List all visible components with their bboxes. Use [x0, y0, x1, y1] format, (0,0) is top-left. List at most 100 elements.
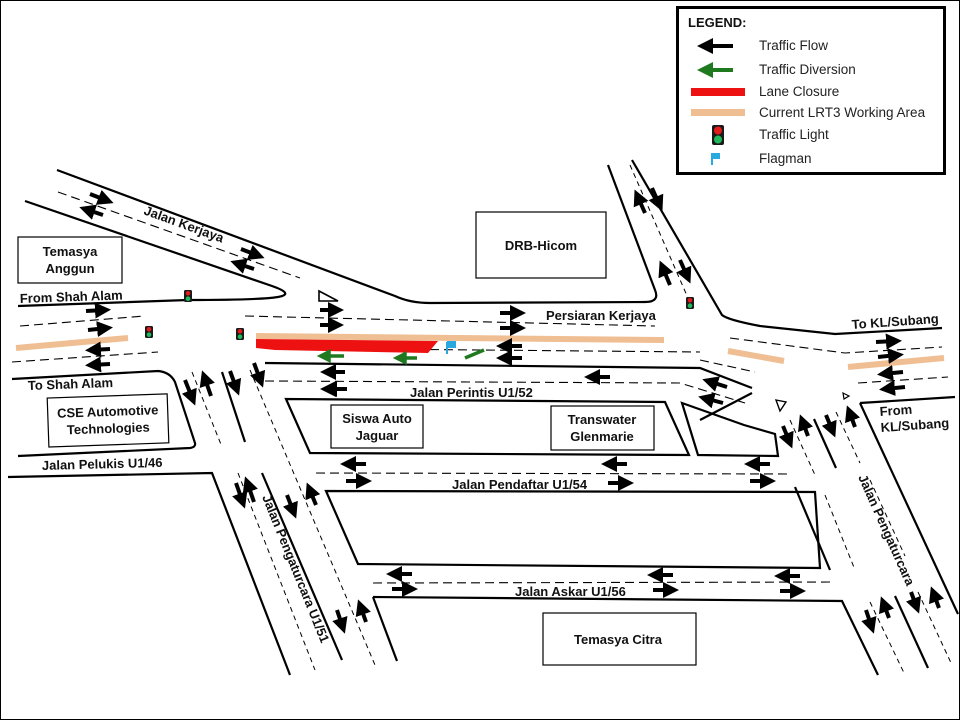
flow-arrow: [778, 425, 794, 449]
flow-arrow: [698, 392, 724, 409]
legend-item-traffic-light: Traffic Light: [679, 125, 943, 145]
persiaran-centre-upper: [244, 315, 656, 327]
askar-south-edge: [371, 596, 399, 662]
flow-arrow: [633, 189, 649, 214]
building-drb-hicom: DRB-Hicom: [475, 211, 607, 279]
flag-icon: [446, 341, 456, 354]
building-transwater: Transwater Glenmarie: [550, 405, 655, 451]
flow-arrow: [648, 187, 664, 212]
building-label: Anggun: [45, 261, 94, 276]
pengaturcara-u151-line-1: [220, 371, 247, 443]
flow-arrow: [877, 348, 904, 364]
kl-subang-centre-upper: [729, 337, 943, 354]
east-pengaturcara-centre-5: [869, 601, 906, 676]
traffic-light-icon: [712, 125, 724, 145]
east-pengaturcara-centre-4: [869, 479, 906, 557]
flow-arrow: [282, 494, 298, 519]
yield-triangle-icon: [318, 289, 339, 302]
flag-icon: [711, 153, 720, 165]
flow-arrow: [242, 476, 258, 503]
flow-arrow: [676, 259, 692, 284]
flow-arrow: [658, 260, 674, 286]
flow-arrow: [226, 370, 242, 396]
east-pengaturcara-east-edge: [859, 402, 959, 615]
building-label: Transwater: [568, 412, 637, 427]
building-label: Temasya Citra: [574, 632, 663, 647]
building-label: CSE Automotive: [57, 402, 159, 421]
flow-arrow: [305, 482, 321, 506]
kerjaya-centre-line: [57, 191, 301, 279]
road-label-persiaran-kerjaya: Persiaran Kerjaya: [546, 308, 657, 323]
building-label: Glenmarie: [570, 429, 634, 444]
lrt3-segment-junction: [727, 348, 785, 364]
pelukis-to-kerjaya-connector: [699, 392, 753, 421]
legend-label: Traffic Diversion: [759, 62, 856, 77]
legend-label: Traffic Light: [759, 127, 829, 142]
lrt3-segment-east: [847, 355, 945, 370]
building-label: Temasya: [43, 244, 98, 259]
flow-arrow: [798, 414, 814, 437]
kl-subang-centre-lower-2: [857, 376, 949, 384]
flow-arrow: [230, 258, 255, 274]
flow-arrow: [879, 380, 906, 396]
north-road-centre: [629, 164, 689, 299]
from-kl-subang-edge: [859, 395, 956, 405]
legend-label: Flagman: [759, 151, 812, 166]
block-large: [324, 489, 822, 570]
red-bar-icon: [691, 88, 745, 96]
flow-arrow: [877, 365, 904, 381]
flow-arrow: [85, 341, 111, 358]
buildings: Temasya Anggun DRB-Hicom CSE Automotive …: [17, 211, 697, 666]
east-pengaturcara-centre-3: [824, 494, 856, 571]
east-pengaturcara-west-edge: [793, 486, 832, 571]
askar-centre: [372, 581, 831, 584]
road-label-jalan-pelukis: Jalan Pelukis U1/46: [42, 455, 163, 473]
lrt3-segment-west: [15, 335, 129, 351]
building-siswa-auto: Siswa Auto Jaguar: [330, 404, 424, 449]
green-arrow-icon: [697, 62, 733, 78]
direction-label-from-kl-subang: From: [879, 402, 912, 419]
building-label: Siswa Auto: [342, 411, 412, 426]
flow-arrow: [879, 596, 895, 619]
legend-item-flagman: Flagman: [679, 149, 943, 169]
askar-south-edge-2: [372, 595, 879, 676]
diversion-arrow: [464, 348, 485, 360]
traffic-lights: [145, 290, 694, 340]
traffic-diversion-arrows: [316, 348, 485, 365]
flow-arrow: [199, 370, 215, 397]
legend-label: Lane Closure: [759, 84, 840, 99]
flow-arrow: [240, 244, 265, 260]
flow-arrow: [87, 321, 113, 338]
building-label: Jaguar: [356, 428, 399, 443]
traffic-light-icon: [184, 290, 192, 302]
pelukis-south-edge: [7, 471, 292, 676]
flow-arrow: [845, 405, 861, 428]
flow-arrow: [702, 376, 728, 392]
black-arrow-icon: [697, 38, 733, 54]
yield-signs: [318, 289, 851, 413]
legend-item-traffic-flow: Traffic Flow: [679, 36, 943, 56]
legend-label: Traffic Flow: [759, 38, 829, 53]
flow-arrow: [929, 586, 945, 609]
road-edges: [7, 159, 959, 676]
traffic-flow-arrows: [79, 187, 945, 634]
block-siswa-transwater: [284, 397, 691, 457]
block-small: [680, 401, 780, 458]
shah-alam-centre-lower: [11, 351, 159, 363]
flow-arrow: [232, 482, 248, 509]
flow-arrow: [861, 609, 877, 634]
road-label-jalan-pengaturcara: Jalan Pengaturcara: [855, 472, 918, 588]
building-temasya-citra: Temasya Citra: [542, 612, 697, 666]
traffic-light-icon: [236, 328, 244, 340]
tan-bar-icon: [691, 109, 745, 116]
kl-subang-centre-lower: [699, 359, 756, 373]
shah-alam-centre-upper: [19, 315, 146, 327]
pengaturcara-u151-line-2: [260, 472, 344, 661]
east-pengaturcara-mid-line: [812, 418, 838, 469]
perintis-north-edge: [264, 361, 753, 390]
building-label: DRB-Hicom: [505, 238, 577, 253]
flow-arrow: [250, 362, 266, 388]
flow-arrow: [355, 599, 371, 623]
flow-arrow: [332, 609, 348, 634]
